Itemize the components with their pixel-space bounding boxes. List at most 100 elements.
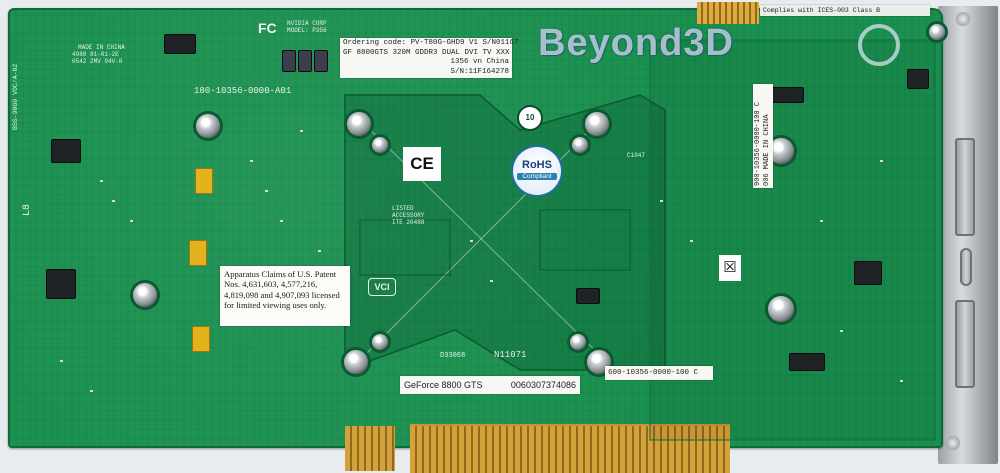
bracket-screw (956, 12, 970, 26)
patent-line3: 4,819,098 and 4,907,093 licensed (224, 289, 340, 300)
bracket-mount-screw (929, 24, 945, 40)
smd-part (820, 220, 823, 222)
smd-part (660, 200, 663, 202)
pcie-fingers (410, 424, 730, 473)
smd-part (130, 220, 133, 222)
watermark: Beyond3D (538, 22, 734, 64)
product-sticker: GeForce 8800 GTS 0060307374086 (400, 376, 580, 394)
smd-part (690, 240, 693, 242)
gpu-area (344, 94, 666, 372)
n11071-silk: N11071 (494, 350, 527, 360)
inductor (299, 51, 311, 71)
smd-part (100, 180, 103, 182)
diagonal-trace (359, 119, 611, 366)
ordering-line1: Ordering code: PV-T80G-GHD9 V1 S/N01167 (343, 39, 519, 47)
made-in-silk: MADE IN CHINA (78, 44, 125, 51)
voltage-regulator (773, 88, 803, 102)
inductor (283, 51, 295, 71)
ref-left-silk: BSS-90G0 VOC/A-02 (12, 63, 19, 130)
date-code: 4980 81-01-2E (72, 51, 119, 58)
side-line2: 006 MADE IN CHINA (763, 114, 771, 186)
small-screw (572, 137, 588, 153)
tantalum-capacitor (195, 168, 213, 194)
tantalum-capacitor (189, 240, 207, 266)
smd-part (112, 200, 115, 202)
voltage-regulator (52, 140, 80, 162)
smd-part (470, 240, 473, 242)
small-screw (372, 334, 388, 350)
ul-listing: LISTED ACCESSORY ITE 20488 (392, 205, 425, 226)
product-name: GeForce 8800 GTS (404, 380, 483, 390)
tantalum-capacitor (192, 326, 210, 352)
board-id: 180-10356-0000-A01 (194, 86, 292, 96)
pcb-board (8, 8, 943, 448)
gpu-screw (347, 112, 371, 136)
side-line1: 900-10356-0000-100 C (754, 101, 762, 186)
smd-part (318, 250, 321, 252)
tv-out-port (960, 248, 972, 286)
ic-chip (165, 35, 195, 53)
small-screw (570, 334, 586, 350)
ic-chip (855, 262, 881, 284)
ordering-sticker: Ordering code: PV-T80G-GHD9 V1 S/N01167 … (340, 38, 519, 78)
l8-silk: L8 (22, 203, 33, 216)
patent-line1: Apparatus Claims of U.S. Patent (224, 269, 337, 279)
c1047-silk: C1047 (627, 152, 646, 159)
ordering-line2: GF 8800GTS 320M GDDR3 DUAL DVI TV XXX (343, 48, 510, 57)
gpu-screw (344, 350, 368, 374)
rohs-subtitle: Compliant (517, 173, 557, 180)
small-screw (372, 137, 388, 153)
mount-screw (133, 283, 157, 307)
vci-logo: VCI (368, 278, 396, 296)
bracket-screw (946, 436, 960, 450)
smd-part (900, 380, 903, 382)
ic-chip (577, 289, 599, 303)
smd-part (90, 390, 93, 392)
compliance-text: Complies with ICES-003 Class B (763, 7, 881, 14)
patent-line2: Nos. 4,631,603, 4,577,216, (224, 279, 318, 290)
patent-line4: for limited viewing uses only. (224, 300, 327, 311)
mount-screw (768, 296, 794, 322)
gpu-screw (585, 112, 609, 136)
smd-part (265, 190, 268, 192)
part-number: 600-10356-0000-100 C (608, 369, 699, 377)
ic-chip (908, 70, 928, 88)
ordering-line3: 1356 vn China (450, 58, 509, 66)
smd-part (880, 160, 883, 162)
fc-mark: FC (258, 20, 277, 36)
nvidia-corp-line2: MODEL: P356 (287, 27, 327, 34)
ic-chip (790, 354, 824, 370)
smd-part (300, 130, 303, 132)
smd-part (250, 160, 253, 162)
smd-part (280, 220, 283, 222)
ic-chip (47, 270, 75, 298)
sli-connector (697, 2, 759, 24)
ce-mark: CE (403, 147, 441, 181)
compliance-strip: Complies with ICES-003 Class B (760, 5, 930, 16)
dvi-port (955, 138, 975, 236)
recycle-icon: 10 (519, 107, 541, 129)
watermark-logo (858, 24, 900, 66)
patent-sticker: Apparatus Claims of U.S. Patent Nos. 4,6… (220, 266, 350, 326)
rohs-title: RoHS (522, 159, 552, 171)
inductor (315, 51, 327, 71)
d33068-silk: D33068 (440, 352, 466, 360)
smd-part (490, 280, 493, 282)
smd-part (60, 360, 63, 362)
component-block (539, 209, 631, 271)
smd-part (840, 330, 843, 332)
ordering-line4: S/N:11F164278 (450, 67, 509, 76)
rohs-badge: RoHS Compliant (513, 147, 561, 195)
nvidia-corp-line1: NVIDIA CORP (287, 20, 327, 27)
nvidia-corp-text: NVIDIA CORP MODEL: P356 (287, 20, 327, 34)
mount-screw (196, 114, 220, 138)
date-code-2: 0542 2MV 94V-0 (72, 58, 123, 65)
product-serial: 0060307374086 (510, 380, 576, 390)
dvi-port (955, 300, 975, 388)
component-block (359, 219, 451, 276)
side-sticker: 900-10356-0000-100 C 006 MADE IN CHINA (753, 84, 773, 188)
weee-bin-icon: ☒ (719, 255, 741, 281)
part-sticker: 600-10356-0000-100 C (605, 366, 713, 380)
pcie-fingers-short (345, 426, 395, 471)
